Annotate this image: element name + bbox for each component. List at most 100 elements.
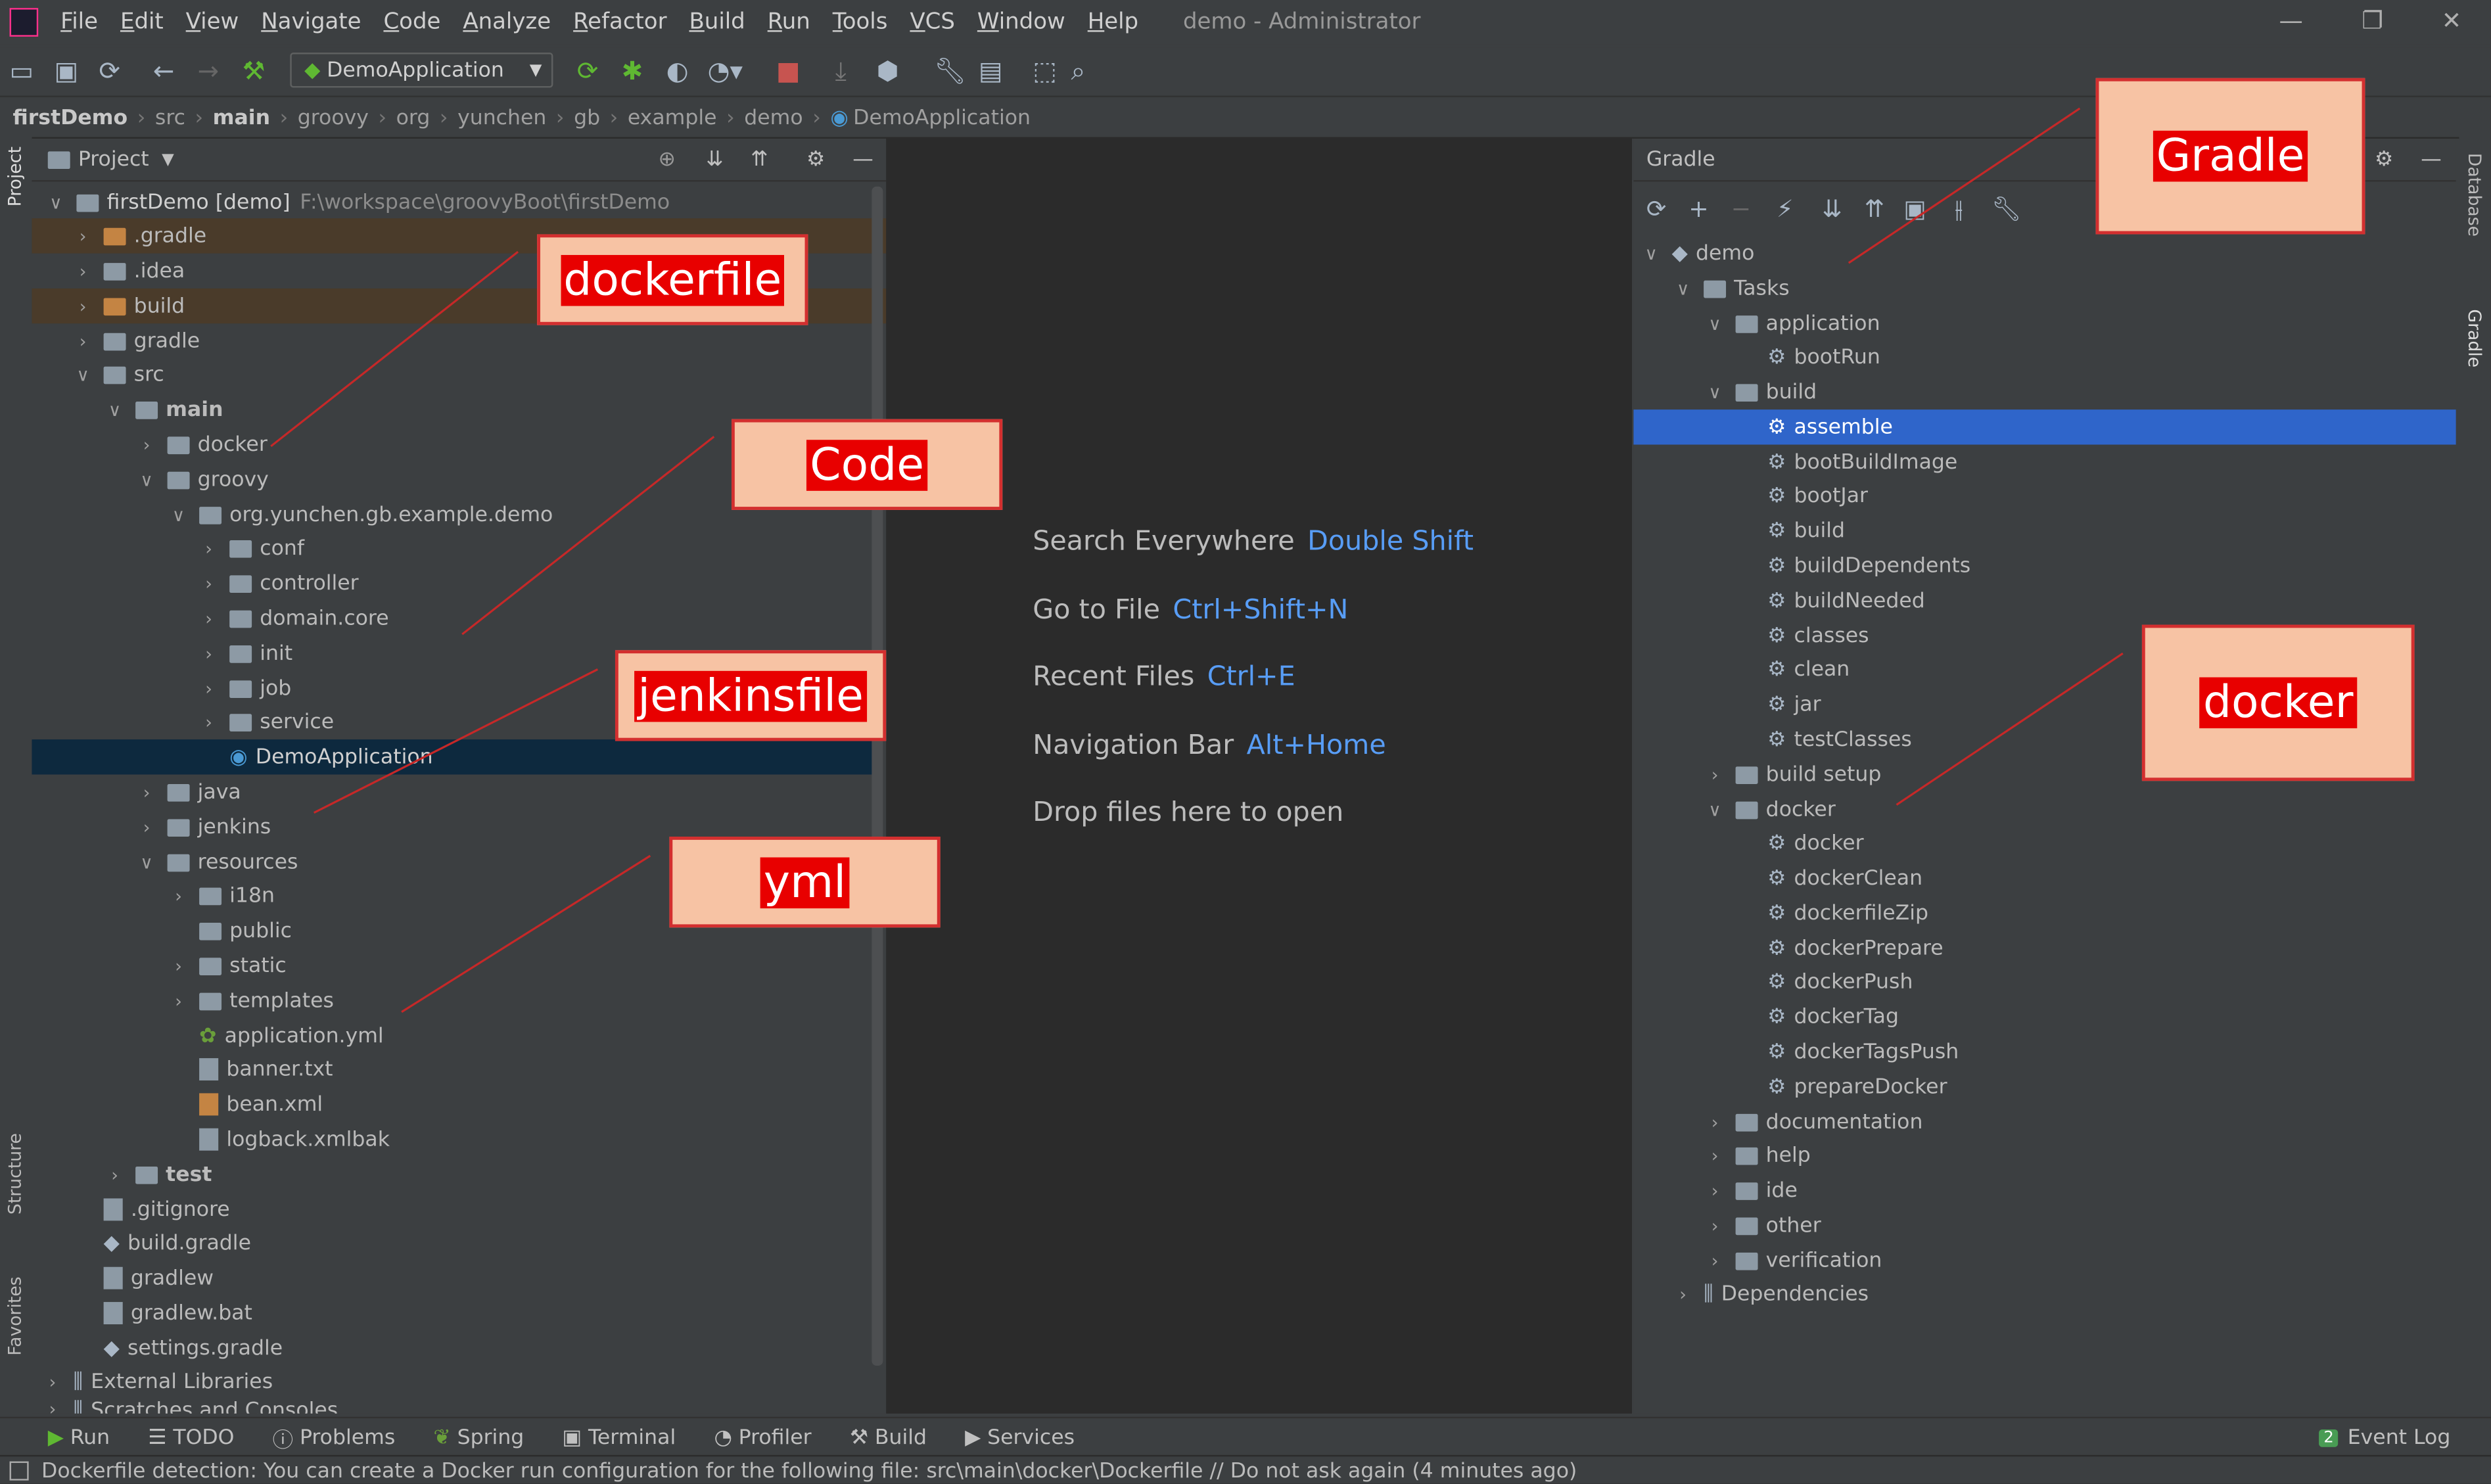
execute-task-icon[interactable]: ⚡	[1777, 194, 1794, 223]
tree-item[interactable]: ›documentation	[1711, 1109, 1923, 1134]
tree-item[interactable]: ⚙buildDependents	[1767, 553, 1971, 578]
crumb-gb[interactable]: gb	[574, 106, 601, 130]
tree-item[interactable]: ›test	[111, 1162, 212, 1187]
tree-item[interactable]: ∨◆demo	[1644, 241, 1755, 266]
locate-icon[interactable]: ⊕	[658, 147, 676, 172]
tree-item[interactable]: ›domain.core	[205, 606, 389, 631]
tree-item[interactable]: ∨groovy	[140, 467, 269, 492]
menu-vcs[interactable]: VCS	[910, 9, 955, 35]
minimize-icon[interactable]: —	[2279, 6, 2303, 35]
structure-tool-tab[interactable]: Structure	[5, 1133, 26, 1215]
open-folder-icon[interactable]: ▭	[9, 55, 34, 86]
menu-tools[interactable]: Tools	[832, 9, 888, 35]
tree-item[interactable]: ›static	[175, 954, 287, 978]
menu-edit[interactable]: Edit	[120, 9, 164, 35]
menu-build[interactable]: Build	[689, 9, 745, 35]
tree-item[interactable]: ›jenkins	[143, 815, 271, 839]
crumb-demoapplication[interactable]: DemoApplication	[853, 106, 1031, 130]
wrench-icon[interactable]: 🔧︎	[933, 55, 967, 86]
tree-item[interactable]: ∨application	[1708, 312, 1880, 336]
favorites-tool-tab[interactable]: Favorites	[5, 1276, 26, 1356]
tree-item[interactable]: ›i18n	[175, 883, 275, 908]
menu-refactor[interactable]: Refactor	[573, 9, 667, 35]
tree-item[interactable]: ›help	[1711, 1143, 1811, 1168]
tree-item[interactable]: ⚙bootJar	[1767, 483, 1869, 508]
tree-item[interactable]: ›⫼External Libraries	[49, 1370, 273, 1394]
crumb-src[interactable]: src	[154, 106, 185, 130]
restore-icon[interactable]: ❐	[2362, 6, 2384, 35]
tree-item[interactable]: ∨build	[1708, 380, 1817, 404]
tree-item[interactable]: ◆build.gradle	[103, 1231, 251, 1255]
tree-item[interactable]: ›java	[143, 779, 241, 804]
remove-icon[interactable]: −	[1731, 194, 1752, 223]
tree-item[interactable]: banner.txt	[32, 1052, 1044, 1086]
hide-icon[interactable]: —	[852, 147, 873, 172]
rerun-icon[interactable]: ⟳	[576, 55, 599, 86]
stop-icon[interactable]: ■	[776, 55, 801, 86]
tree-item[interactable]: ⚙dockerTagsPush	[1767, 1040, 1959, 1064]
tree-item[interactable]: ⚙classes	[1767, 624, 1869, 648]
gradle-tool-tab[interactable]: Gradle	[2463, 309, 2485, 368]
tree-item[interactable]: ›other	[1711, 1213, 1821, 1238]
tab-build[interactable]: Build	[874, 1425, 927, 1450]
menu-view[interactable]: View	[185, 9, 239, 35]
menu-code[interactable]: Code	[383, 9, 441, 35]
tree-item[interactable]: ⚙buildNeeded	[1767, 588, 1925, 613]
tree-item[interactable]: ⚙dockerPush	[1767, 969, 1913, 994]
tab-event-log[interactable]: Event Log	[2347, 1425, 2451, 1450]
save-icon[interactable]: ▣	[54, 55, 79, 86]
expand-all-icon[interactable]: ⇊	[706, 147, 724, 172]
collapse-all-icon[interactable]: ⇈	[751, 147, 768, 172]
tree-item-selected[interactable]: ⚙assemble	[1633, 409, 2456, 445]
tree-item[interactable]: ⚙dockerClean	[1767, 866, 1923, 891]
profile-icon[interactable]: ◔▾	[707, 55, 743, 86]
database-tool-tab[interactable]: Database	[2463, 152, 2485, 237]
status-square-icon[interactable]	[9, 1461, 29, 1481]
tree-item[interactable]: gradlew.bat	[32, 1295, 948, 1330]
tree-item[interactable]: ∨Tasks	[1676, 276, 1790, 301]
crumb-groovy[interactable]: groovy	[297, 106, 369, 130]
project-structure-icon[interactable]: ▤	[978, 55, 1003, 86]
project-tool-tab[interactable]: Project	[5, 147, 26, 207]
tree-item[interactable]: ›build setup	[1711, 762, 1882, 787]
crumb-yunchen[interactable]: yunchen	[457, 106, 547, 130]
tree-item[interactable]: ⚙dockerPrepare	[1767, 936, 1944, 960]
tree-item[interactable]: ›.idea	[79, 259, 185, 283]
back-icon[interactable]: ←	[152, 55, 175, 86]
menu-window[interactable]: Window	[977, 9, 1065, 35]
toggle-offline-icon[interactable]: ⫲	[1955, 194, 1963, 223]
tree-item[interactable]: ⚙build	[1767, 519, 1846, 543]
tree-item[interactable]: ›⫼Scratches and Consoles	[32, 1399, 886, 1414]
tree-item[interactable]: bean.xml	[32, 1087, 1044, 1122]
tree-item[interactable]: ⚙bootBuildImage	[1767, 450, 1958, 475]
tree-item[interactable]: ∨ firstDemo [demo] F:\workspace\groovyBo…	[49, 190, 670, 215]
editor-area[interactable]	[886, 138, 1632, 1414]
expand-all-icon[interactable]: ⇊	[1822, 194, 1842, 223]
frame-icon[interactable]: ⬚	[1033, 55, 1057, 86]
tree-item[interactable]: ⚙jar	[1767, 692, 1821, 716]
close-icon[interactable]: ✕	[2441, 6, 2462, 35]
tree-item[interactable]: ›⫼Dependencies	[1679, 1282, 1869, 1307]
tab-problems[interactable]: Problems	[299, 1425, 396, 1450]
chevron-down-icon[interactable]: ▼	[162, 151, 174, 168]
tree-item-selected[interactable]: ◉DemoApplication	[32, 739, 877, 775]
menu-help[interactable]: Help	[1087, 9, 1139, 35]
project-panel-title[interactable]: Project	[78, 147, 149, 172]
tree-item[interactable]: ›conf	[205, 536, 304, 561]
tree-item[interactable]: ∨resources	[140, 850, 298, 875]
crumb-project[interactable]: firstDemo	[12, 106, 128, 130]
dependencies-icon[interactable]: ▣	[1903, 194, 1926, 223]
crumb-main[interactable]: main	[212, 106, 271, 130]
tree-item[interactable]: ∨main	[108, 397, 223, 422]
status-message[interactable]: Dockerfile detection: You can create a D…	[41, 1458, 1577, 1483]
tree-item[interactable]: ›init	[205, 641, 293, 666]
reload-icon[interactable]: ⟳	[1646, 194, 1667, 223]
tree-item[interactable]: .gitignore	[32, 1192, 948, 1227]
crumb-org[interactable]: org	[396, 106, 431, 130]
menu-file[interactable]: File	[60, 9, 99, 35]
hide-icon[interactable]: —	[2421, 147, 2442, 172]
forward-icon[interactable]: →	[197, 55, 220, 86]
tree-item[interactable]: ⚙docker	[1767, 831, 1864, 855]
tab-todo[interactable]: TODO	[173, 1425, 235, 1450]
collapse-all-icon[interactable]: ⇈	[1864, 194, 1885, 223]
